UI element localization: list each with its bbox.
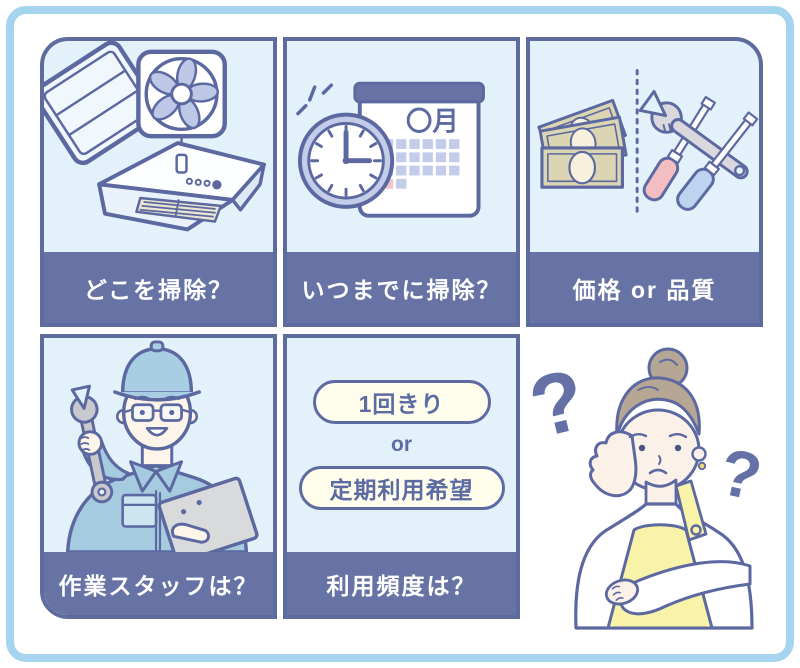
card-clean-by-when: 〇月	[283, 37, 520, 327]
banknotes	[537, 98, 628, 189]
card-work-staff: 作業スタッフは？	[40, 334, 277, 619]
caption-work-staff: 作業スタッフは？	[44, 552, 273, 615]
woman-figure	[574, 347, 754, 630]
card-price-or-quality: 価格 or 品質	[526, 37, 763, 327]
option-pill-one-time: 1回きり	[312, 380, 491, 424]
or-label: or	[391, 433, 412, 456]
money-tools-illustration	[530, 41, 759, 252]
range-hood-illustration	[44, 41, 273, 252]
caption-clean-by-when: いつまでに掃除？	[287, 252, 516, 323]
card-grid: どこを掃除？ 〇月	[40, 37, 768, 630]
range-hood-icon	[44, 41, 266, 232]
option-pill-regular: 定期利用希望	[298, 466, 505, 510]
usage-options-illustration: 1回きり or 定期利用希望	[287, 338, 516, 552]
question-mark-right-icon: ?	[713, 434, 768, 515]
worker-icon	[65, 340, 259, 552]
money-tools-icon	[537, 68, 759, 220]
caption-price-or-quality: 価格 or 品質	[530, 252, 759, 323]
question-mark-left-icon: ?	[521, 351, 595, 457]
thinking-woman-cell: ? ?	[521, 334, 768, 630]
tools	[638, 89, 759, 211]
card-where-to-clean: どこを掃除？	[40, 37, 277, 327]
clock-calendar-illustration: 〇月	[287, 41, 516, 252]
thinking-woman-illustration: ? ?	[521, 347, 768, 630]
caption-usage-frequency: 利用頻度は？	[287, 552, 516, 615]
calendar-month-label: 〇月	[406, 106, 459, 136]
worker-illustration	[44, 338, 273, 552]
card-usage-frequency: 1回きり or 定期利用希望 利用頻度は？	[283, 334, 520, 619]
caption-where-to-clean: どこを掃除？	[44, 252, 273, 323]
clock-calendar-icon: 〇月	[296, 81, 485, 218]
